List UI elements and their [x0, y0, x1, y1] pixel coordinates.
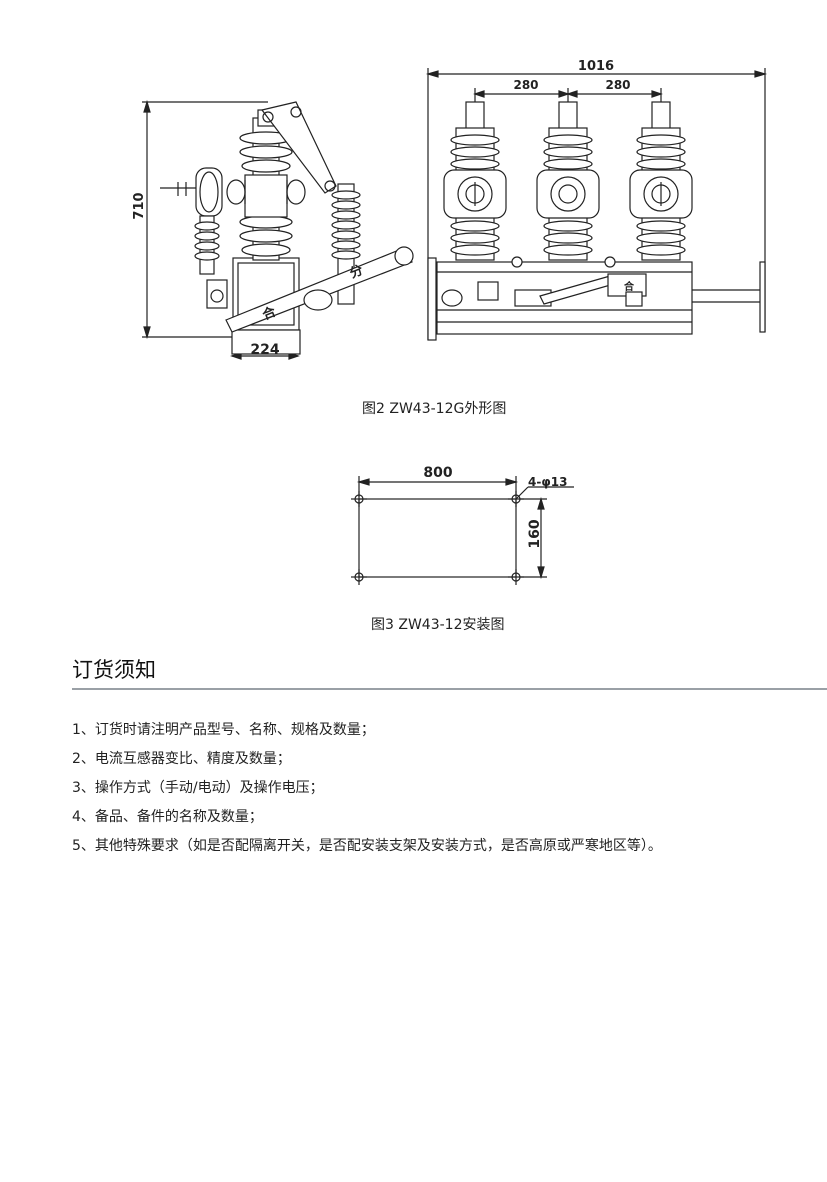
figure3-caption: 图3 ZW43-12安装图 — [371, 617, 505, 633]
list-item: 4、备品、备件的名称及数量； — [72, 809, 263, 825]
pole-3-icon — [629, 101, 693, 261]
dim-height-label: 710 — [132, 192, 147, 219]
ordering-notes-list: 1、订货时请注明产品型号、名称、规格及数量； 2、电流互感器变比、精度及数量； … — [72, 716, 812, 861]
dim-mount-width-label: 800 — [423, 465, 452, 481]
figure2-caption: 图2 ZW43-12G外形图 — [362, 401, 507, 417]
section-divider — [72, 688, 827, 690]
front-handle-label: 合 — [623, 280, 635, 293]
pole-2-icon — [536, 101, 600, 261]
pole-1-icon — [443, 101, 507, 261]
dim-pole-spacing-2-label: 280 — [605, 78, 630, 92]
list-item: 1、订货时请注明产品型号、名称、规格及数量； — [72, 722, 375, 738]
mounting-diagram — [351, 476, 574, 585]
list-item: 5、其他特殊要求（如是否配隔离开关，是否配安装支架及安装方式，是否高原或严寒地区… — [72, 838, 662, 854]
list-item: 3、操作方式（手动/电动）及操作电压； — [72, 780, 324, 796]
dim-overall-width-label: 1016 — [578, 59, 614, 74]
dim-pole-spacing-1-label: 280 — [513, 78, 538, 92]
section-title: 订货须知 — [72, 658, 156, 682]
handle-open-label: 分 — [347, 262, 365, 282]
list-item: 2、电流互感器变比、精度及数量； — [72, 751, 291, 767]
dim-base-label: 224 — [250, 342, 279, 358]
dim-holes-label: 4-φ13 — [528, 475, 567, 489]
dim-mount-height-label: 160 — [527, 519, 543, 548]
